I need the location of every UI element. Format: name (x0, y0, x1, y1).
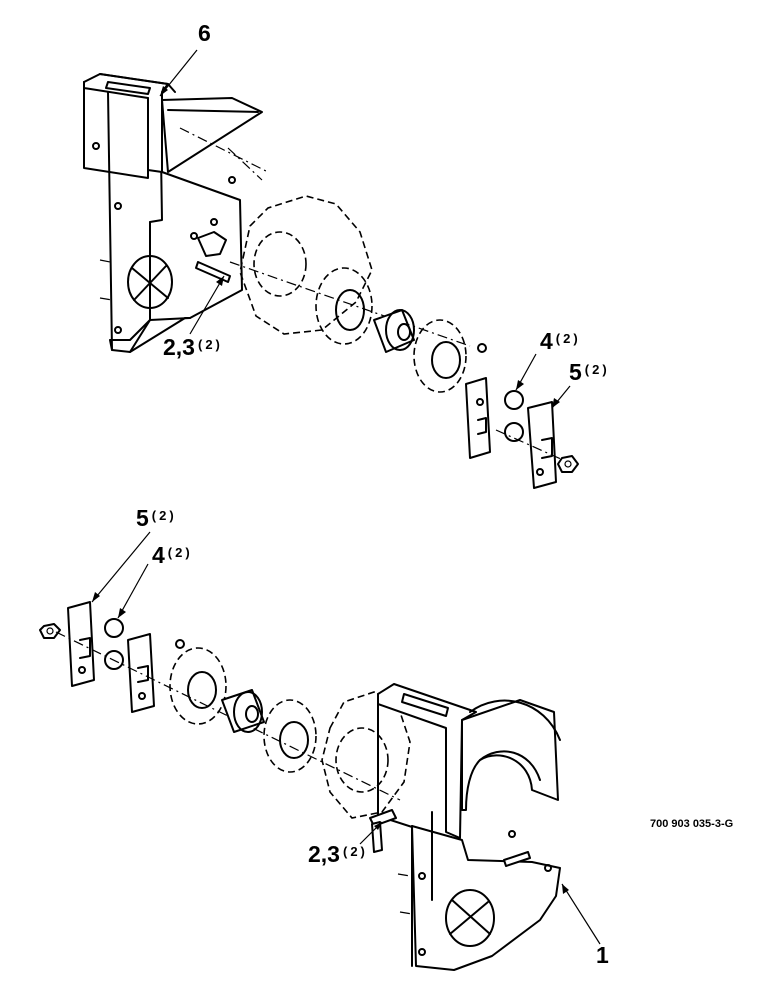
callout-quantity: (2) (342, 844, 368, 859)
callout-quantity: (2) (151, 508, 177, 523)
callout-quantity: (2) (167, 545, 193, 560)
upper-flange-disc-2 (413, 319, 487, 393)
callout-quantity: (2) (584, 362, 610, 377)
callout-number: 2,3 (308, 841, 340, 867)
upper-lock-nut (557, 455, 579, 473)
upper-nut-4 (495, 390, 573, 465)
lower-mounting-bracket (377, 683, 561, 971)
lower-flange-disc-2 (263, 699, 317, 773)
lower-gasket-flange-dashed (321, 691, 411, 819)
lower-nut-4 (55, 618, 401, 801)
lower-flange-disc-1 (169, 639, 227, 725)
lower-lock-nut (39, 623, 61, 639)
upper-mounting-bracket (83, 73, 269, 353)
callout-number: 5 (136, 505, 149, 531)
callout-quantity: (2) (197, 337, 223, 352)
callout-number: 4 (152, 542, 165, 568)
callout-number: 5 (569, 359, 582, 385)
callout-4-bottom: 4(2) (152, 544, 193, 567)
upper-gasket-flange-dashed (229, 195, 471, 347)
callout-4-top: 4(2) (540, 330, 581, 353)
upper-bolt-and-bushing (190, 231, 231, 283)
callout-2-3-bottom: 2,3(2) (308, 843, 368, 866)
leader-lines (91, 49, 601, 945)
callout-number: 2,3 (163, 334, 195, 360)
callout-2-3-top: 2,3(2) (163, 336, 223, 359)
lower-bolt-2-3 (369, 809, 397, 853)
callout-5-top: 5(2) (569, 361, 610, 384)
upper-bearing (373, 309, 415, 353)
callout-number: 1 (596, 942, 609, 968)
callout-quantity: (2) (555, 331, 581, 346)
lower-bearing (221, 689, 265, 733)
callout-number: 4 (540, 328, 553, 354)
upper-strap-plates (465, 377, 557, 489)
figure-reference-number: 700 903 035-3-G (650, 818, 734, 830)
callout-1-bottom: 1 (596, 944, 609, 967)
callout-number: 6 (198, 20, 211, 46)
callout-6-top: 6 (198, 22, 211, 45)
upper-flange-disc-1 (315, 267, 373, 345)
callout-5-bottom: 5(2) (136, 507, 177, 530)
